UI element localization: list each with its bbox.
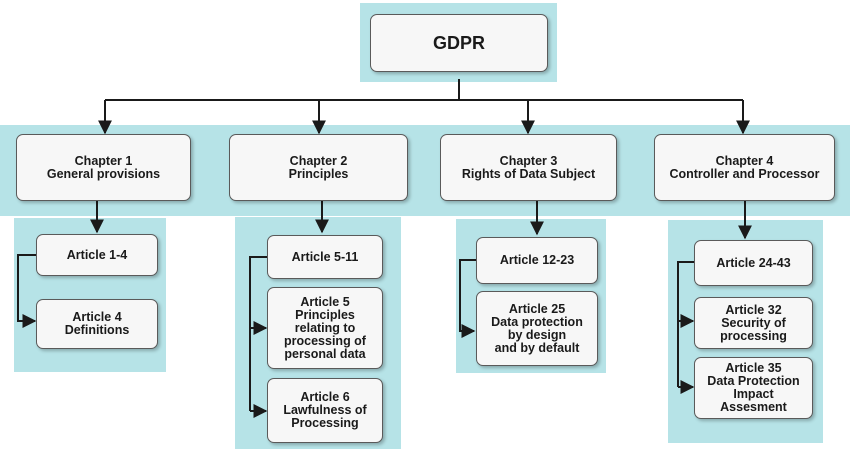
article-node: Article 5-11 bbox=[267, 235, 383, 279]
article-subtitle: and by default bbox=[494, 340, 580, 355]
article-subtitle: by design bbox=[507, 327, 567, 342]
article-title: Article 12-23 bbox=[499, 253, 575, 267]
article-node: Article 25 Data protection by design and… bbox=[476, 291, 598, 366]
article-node: Article 4 Definitions bbox=[36, 299, 158, 349]
article-node: Article 1-4 bbox=[36, 234, 158, 276]
article-subtitle: Data protection bbox=[491, 314, 583, 329]
article-title: Article 6 bbox=[300, 390, 350, 404]
article-node: Article 5 Principles relating to process… bbox=[267, 287, 383, 369]
article-title: Article 24-43 bbox=[716, 255, 791, 270]
article-subtitle: processing bbox=[720, 328, 787, 343]
article-subtitle: Processing bbox=[291, 416, 359, 430]
root-label: GDPR bbox=[432, 32, 485, 53]
article-node: Article 6 Lawfulness of Processing bbox=[267, 378, 383, 443]
article-subtitle: Data Protection bbox=[707, 374, 800, 388]
article-title: Article 1-4 bbox=[66, 247, 128, 262]
chapter-2-title: Principles bbox=[288, 166, 349, 181]
article-subtitle: relating to bbox=[294, 320, 356, 335]
article-title: Article 5-11 bbox=[291, 249, 359, 264]
article-node: Article 35 Data Protection Impact Assesm… bbox=[694, 357, 813, 419]
chapter-1-title: General provisions bbox=[46, 166, 161, 181]
article-title: Article 5 bbox=[300, 294, 350, 309]
chapter-3-number: Chapter 3 bbox=[499, 153, 558, 168]
article-subtitle: personal data bbox=[284, 346, 366, 361]
article-node: Article 24-43 bbox=[694, 240, 813, 286]
article-node: Article 12-23 bbox=[476, 237, 598, 284]
chapter-4-number: Chapter 4 bbox=[715, 153, 774, 168]
article-subtitle: Principles bbox=[295, 307, 355, 322]
chapter-2-number: Chapter 2 bbox=[289, 153, 348, 168]
article-subtitle: Definitions bbox=[64, 323, 130, 337]
article-subtitle: Security of bbox=[721, 315, 786, 330]
chapter-1-number: Chapter 1 bbox=[74, 153, 133, 168]
article-title: Article 4 bbox=[72, 310, 122, 324]
article-title: Article 25 bbox=[508, 301, 566, 316]
article-title: Article 32 bbox=[725, 302, 782, 317]
chapter-4-title: Controller and Processor bbox=[669, 166, 820, 181]
article-subtitle: processing of bbox=[284, 333, 366, 348]
article-subtitle: Assesment bbox=[720, 400, 787, 414]
chapter-3-title: Rights of Data Subject bbox=[461, 166, 596, 181]
article-subtitle: Lawfulness of bbox=[283, 403, 367, 417]
article-subtitle: Impact bbox=[733, 387, 774, 401]
article-title: Article 35 bbox=[725, 361, 782, 375]
root-node-gdpr: GDPR bbox=[370, 14, 548, 72]
article-node: Article 32 Security of processing bbox=[694, 297, 813, 349]
